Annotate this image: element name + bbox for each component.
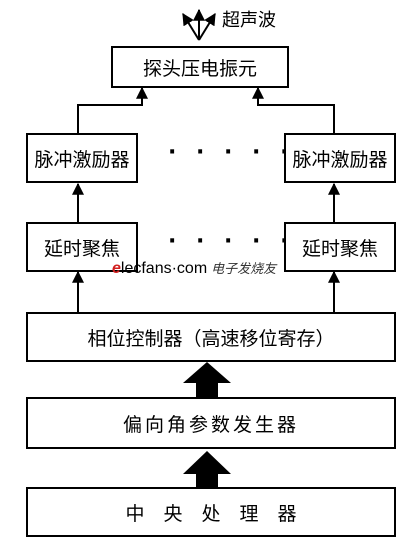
cpu-label: 中 央 处 理 器	[125, 502, 297, 525]
controller-to-delay-arrows	[72, 270, 340, 312]
phase-controller-box: 相位控制器（高速移位寄存）	[26, 312, 396, 362]
watermark-e: e	[112, 260, 121, 277]
ultrasound-arrows	[182, 8, 216, 41]
phase-controller-label: 相位控制器（高速移位寄存）	[87, 327, 335, 350]
ultrasound-label: 超声波	[222, 10, 276, 31]
delay-focus-label-left: 延时聚焦	[43, 237, 120, 260]
delay-to-driver-arrows	[72, 182, 340, 222]
block-arrow-cpu-to-generator	[183, 451, 231, 487]
ellipsis-delays: · · · · ·	[168, 229, 295, 254]
watermark-cn: 电子发烧友	[211, 262, 277, 277]
transducer-box: 探头压电振元	[111, 46, 289, 88]
delay-focus-box-right: 延时聚焦	[284, 222, 396, 272]
pulse-driver-box-left: 脉冲激励器	[26, 133, 138, 183]
ellipsis-drivers: · · · · ·	[168, 140, 295, 165]
pulse-driver-box-right: 脉冲激励器	[284, 133, 396, 183]
block-arrow-generator-to-controller	[183, 362, 231, 397]
driver-to-transducer-arrows	[77, 86, 335, 133]
angle-generator-label: 偏向角参数发生器	[122, 413, 299, 436]
pulse-driver-label-left: 脉冲激励器	[34, 148, 130, 171]
angle-generator-box: 偏向角参数发生器	[26, 397, 396, 449]
watermark-brand: lecfans·com	[120, 260, 208, 277]
delay-focus-box-left: 延时聚焦	[26, 222, 138, 272]
transducer-label: 探头压电振元	[142, 57, 257, 80]
pulse-driver-label-right: 脉冲激励器	[292, 148, 388, 171]
delay-focus-label-right: 延时聚焦	[301, 237, 378, 260]
cpu-box: 中 央 处 理 器	[26, 487, 396, 537]
